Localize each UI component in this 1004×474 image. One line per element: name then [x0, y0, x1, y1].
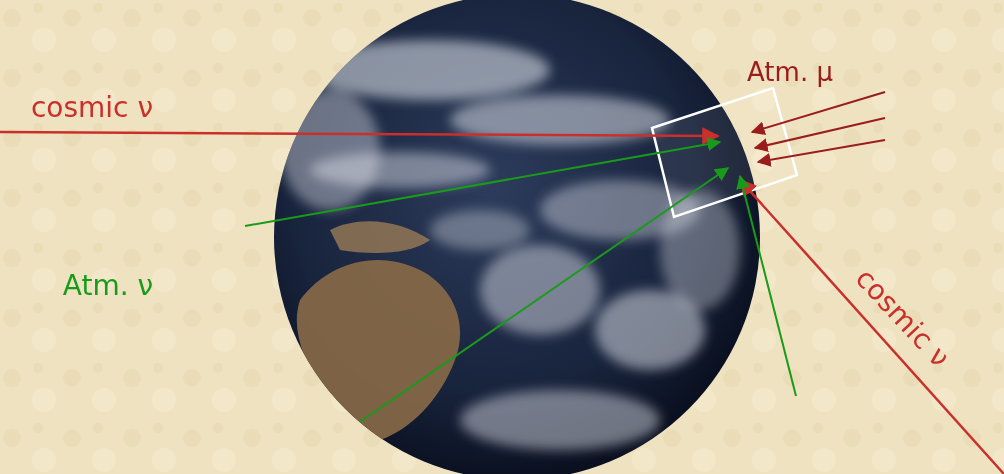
- atm-muon-track: [752, 92, 885, 132]
- track-label: cosmic ν: [849, 263, 955, 373]
- cosmic-neutrino-track: [740, 180, 1004, 474]
- atm-neutrino-track: [245, 142, 720, 226]
- atm-muon-track: [758, 140, 885, 162]
- atm-neutrino-track: [740, 176, 796, 396]
- track-label: Atm. ν: [63, 271, 153, 302]
- track-label: Atm. μ: [747, 58, 833, 87]
- detector-box: [652, 88, 797, 217]
- track-label: cosmic ν: [31, 93, 153, 124]
- cosmic-neutrino-track: [0, 132, 718, 136]
- atm-neutrino-track: [360, 168, 728, 422]
